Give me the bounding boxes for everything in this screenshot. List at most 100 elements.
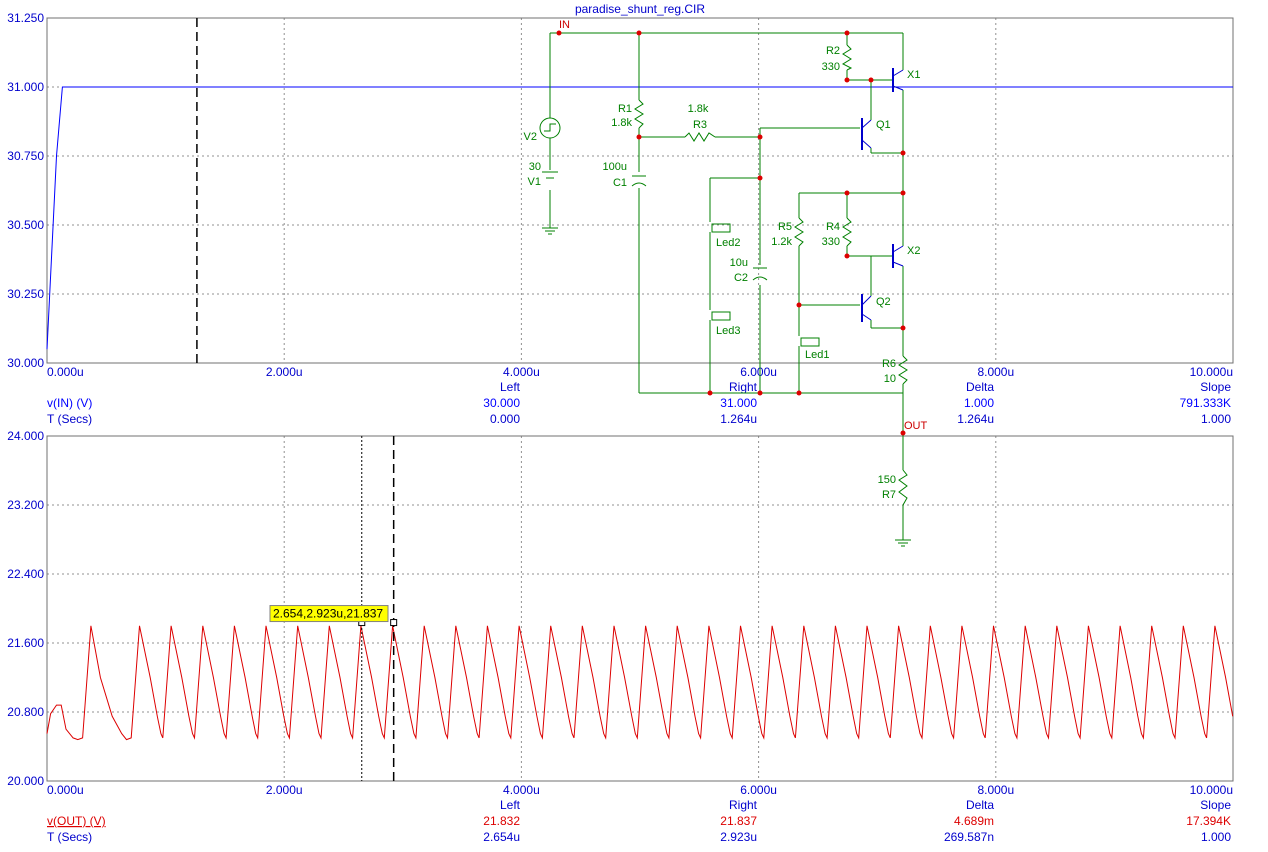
y-tick-label: 31.000 (7, 80, 44, 94)
component-value-r6: 10 (884, 373, 896, 385)
measurement-row-label: T (Secs) (47, 830, 92, 844)
schematic-node (900, 150, 906, 156)
component-value-r5: 1.2k (771, 236, 792, 248)
plot-vout-series (46, 625, 1234, 741)
y-tick-label: 23.200 (7, 498, 44, 512)
x-tick-label: 6.000u (740, 783, 777, 797)
cursor-tooltip-box (269, 605, 389, 623)
component-ref-x1: X1 (907, 69, 920, 81)
measurement-row-label: v(OUT) (V) (47, 814, 106, 828)
component-ref-r5: R5 (778, 221, 792, 233)
circuit-schematic[interactable] (539, 30, 911, 547)
battery-v1[interactable] (542, 171, 558, 179)
measurement-header: Slope (1200, 798, 1231, 812)
measurement-header: Right (729, 380, 758, 394)
resistor-r5[interactable] (794, 217, 804, 247)
measurement-value: 0.000 (490, 412, 520, 426)
component-value-r3: 1.8k (688, 103, 709, 115)
resistor-r3[interactable] (684, 132, 716, 142)
schematic-node (796, 390, 802, 396)
x-tick-label: 0.000u (47, 365, 84, 379)
plot-vin-grid (47, 18, 1233, 363)
measurement-value: 30.000 (483, 396, 520, 410)
component-ref-c1: C1 (613, 177, 627, 189)
pulse-source-v2[interactable] (539, 117, 561, 139)
transistor-x2[interactable] (892, 244, 904, 268)
led-led3[interactable] (709, 311, 731, 328)
y-tick-label: 21.600 (7, 636, 44, 650)
transistor-q1[interactable] (861, 118, 872, 150)
measurement-row-label: T (Secs) (47, 412, 92, 426)
capacitor-c2[interactable] (752, 267, 768, 281)
component-ref-r1: R1 (618, 103, 632, 115)
y-tick-label: 24.000 (7, 429, 44, 443)
component-value-r4: 330 (822, 236, 840, 248)
schematic-node (796, 302, 802, 308)
schematic-node (757, 390, 763, 396)
x-tick-label: 10.000u (1190, 365, 1233, 379)
component-ref-v2: V2 (524, 131, 537, 143)
measurement-value: 21.837 (720, 814, 757, 828)
schematic-node (900, 430, 906, 436)
ground-left (542, 227, 558, 235)
schematic-node (757, 175, 763, 181)
resistor-r1[interactable] (634, 99, 644, 129)
led-led1[interactable] (798, 337, 820, 352)
y-tick-label: 22.400 (7, 567, 44, 581)
measurement-value: 2.923u (720, 830, 757, 844)
x-tick-label: 10.000u (1190, 783, 1233, 797)
plot-vout[interactable]: 20.000 20.800 21.600 22.400 23.200 24.000 0.0… (7, 429, 1234, 797)
transistor-q2[interactable] (861, 294, 872, 322)
y-tick-label: 30.500 (7, 218, 44, 232)
measurement-value: 1.000 (1201, 412, 1231, 426)
component-value-c2: 10u (730, 257, 748, 269)
cursor-tooltip: 2.654,2.923u,21.837 (273, 607, 383, 621)
capacitor-c1[interactable] (631, 175, 647, 187)
measurement-value: 4.689m (954, 814, 994, 828)
resistor-r6[interactable] (898, 355, 908, 385)
resistor-r2[interactable] (841, 44, 853, 71)
led-led2[interactable] (709, 223, 731, 240)
schematic-node (844, 190, 850, 196)
y-tick-label: 30.250 (7, 287, 44, 301)
schematic-node (757, 134, 763, 140)
measurement-value: 31.000 (720, 396, 757, 410)
y-tick-label: 20.000 (7, 774, 44, 788)
schematic-node (900, 190, 906, 196)
schematic-node (707, 390, 713, 396)
measurement-header: Delta (966, 798, 994, 812)
plot-vout-frame (46, 435, 1234, 782)
measurement-value: 791.333K (1180, 396, 1231, 410)
schematic-node (844, 253, 850, 259)
x-tick-label: 2.000u (266, 783, 303, 797)
plot-vin-series (46, 86, 1233, 350)
measurement-header: Slope (1200, 380, 1231, 394)
schematic-node (868, 77, 874, 83)
schematic-node (844, 30, 850, 36)
y-tick-label: 30.000 (7, 356, 44, 370)
series-line (46, 625, 1234, 741)
plot-vout-cursors[interactable]: 2.654,2.923u,21.837 (269, 436, 398, 781)
ground-out (895, 539, 911, 547)
component-ref-q1: Q1 (876, 119, 891, 131)
component-ref-led2: Led2 (716, 237, 740, 249)
measurement-value: 1.264u (957, 412, 994, 426)
component-ref-r4: R4 (826, 221, 840, 233)
measurement-value: 269.587n (944, 830, 994, 844)
component-value-r1: 1.8k (611, 117, 632, 129)
measurement-row-label: v(IN) (V) (47, 396, 92, 410)
resistor-r7[interactable] (898, 469, 908, 506)
right-cursor-handle (390, 619, 398, 627)
transistor-x1[interactable] (892, 68, 904, 92)
y-tick-label: 30.750 (7, 149, 44, 163)
y-tick-label: 20.800 (7, 705, 44, 719)
resistor-r4[interactable] (842, 217, 852, 247)
measurement-value: 2.654u (483, 830, 520, 844)
component-ref-r6: R6 (882, 358, 896, 370)
measurement-header: Right (729, 798, 758, 812)
measurement-value: 21.832 (483, 814, 520, 828)
